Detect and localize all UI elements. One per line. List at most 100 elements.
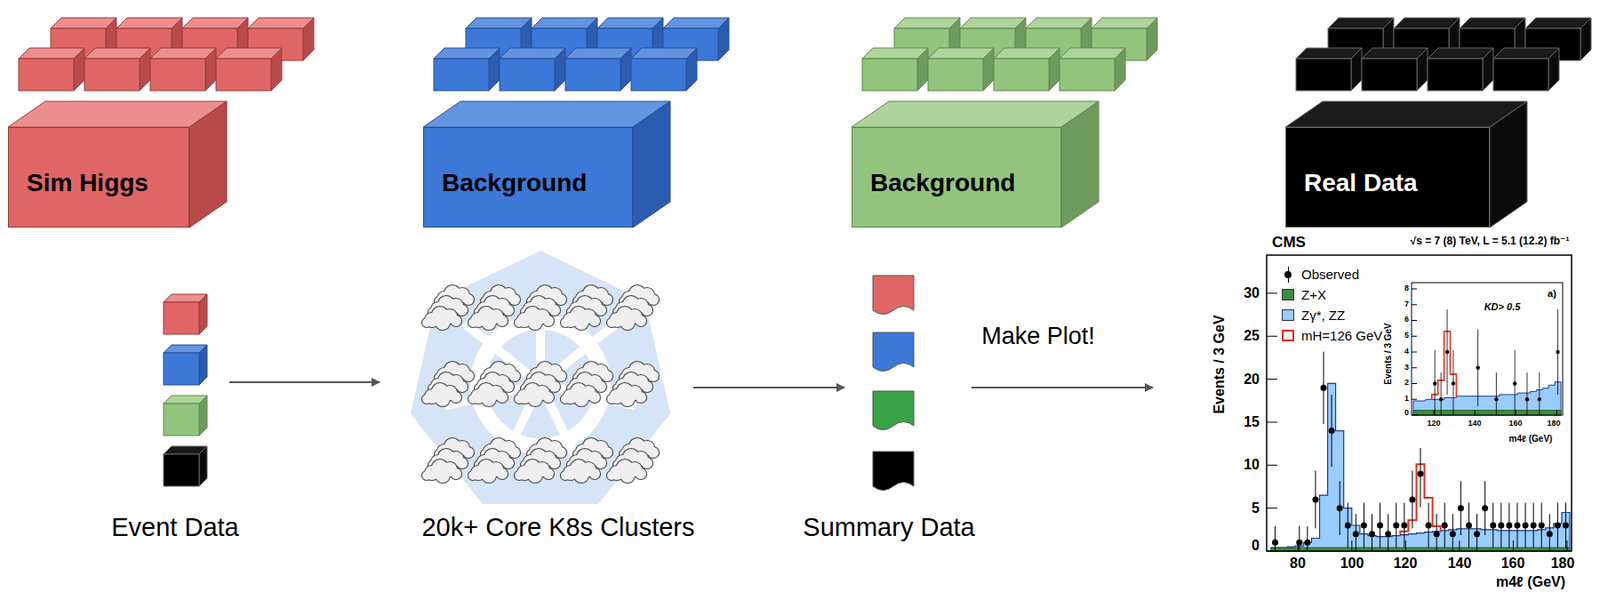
- cube-side: [271, 48, 282, 91]
- circle-shape: [574, 392, 589, 407]
- data-point: [1525, 397, 1529, 401]
- tick: [1266, 464, 1278, 466]
- caption-label: 20k+ Core K8s Clusters: [421, 513, 695, 543]
- circle-shape: [528, 315, 543, 330]
- circle-shape: [543, 315, 554, 327]
- inset-frame: [1411, 282, 1563, 416]
- data-point: [1376, 521, 1384, 528]
- cube-front: [163, 302, 200, 335]
- error-bar: [1298, 526, 1300, 552]
- cube-top: [631, 48, 697, 59]
- cube-side: [199, 344, 208, 385]
- box-title: Background: [870, 168, 1016, 198]
- circle-shape: [560, 471, 570, 480]
- box-side-face: [1489, 101, 1528, 228]
- tick-label: 2: [1404, 378, 1409, 388]
- flow-arrow: [693, 386, 845, 389]
- arrow-label: Make Plot!: [981, 323, 1096, 351]
- circle-shape: [648, 370, 659, 382]
- circle-shape: [496, 468, 508, 480]
- cloud: [422, 459, 462, 483]
- circle-shape: [648, 447, 659, 458]
- data-point: [1505, 521, 1512, 528]
- circle-shape: [435, 468, 450, 483]
- tick-label: 120: [1393, 555, 1418, 572]
- cube-side: [1548, 48, 1560, 91]
- cube-top: [993, 48, 1060, 59]
- tick: [1266, 551, 1278, 552]
- circle-shape: [555, 447, 567, 458]
- tick: [1411, 367, 1417, 368]
- circle-shape: [601, 294, 613, 305]
- circle-shape: [549, 304, 560, 316]
- flow-arrow: [971, 386, 1153, 389]
- circle-shape: [456, 304, 468, 316]
- circle-shape: [422, 394, 432, 404]
- tick: [1515, 409, 1517, 416]
- tick-label: 0: [1251, 537, 1260, 554]
- cube-side: [1048, 48, 1060, 91]
- data-point: [1360, 521, 1368, 528]
- circle-shape: [560, 471, 570, 480]
- cube-side: [303, 17, 314, 61]
- circle-shape: [463, 447, 474, 458]
- circle-shape: [648, 294, 659, 305]
- circle-shape: [496, 315, 508, 327]
- circle-shape: [607, 318, 616, 328]
- tick-label: 5: [1404, 331, 1409, 341]
- tick: [1411, 399, 1417, 400]
- tick: [1411, 352, 1417, 353]
- circle-shape: [528, 392, 543, 407]
- circle-shape: [549, 381, 560, 392]
- cube-side: [620, 48, 632, 91]
- data-box: Real Data: [1285, 127, 1490, 228]
- tick-label: 10: [1243, 456, 1260, 473]
- tick: [1411, 415, 1417, 416]
- circle-shape: [514, 318, 524, 328]
- circle-shape: [607, 471, 616, 480]
- legend-errorbar: [1288, 266, 1289, 283]
- data-point: [1441, 521, 1448, 528]
- data-point: [1344, 521, 1352, 528]
- circle-shape: [503, 304, 514, 316]
- cube-side: [199, 446, 208, 487]
- circle-shape: [641, 304, 653, 316]
- error-bar: [1274, 526, 1276, 552]
- circle-shape: [435, 468, 450, 483]
- cube-front: [928, 58, 984, 91]
- circle-shape: [503, 381, 514, 392]
- data-point: [1425, 521, 1432, 528]
- cube-top: [1493, 48, 1560, 59]
- cloud: [514, 459, 554, 483]
- circle-shape: [528, 468, 543, 483]
- tick: [1405, 540, 1407, 552]
- circle-shape: [468, 471, 478, 480]
- circle-shape: [496, 315, 508, 327]
- cube-front: [1059, 58, 1115, 91]
- circle-shape: [435, 392, 450, 407]
- box-side-face: [1061, 101, 1099, 228]
- cube-top: [597, 17, 664, 29]
- tick-label: 6: [1404, 315, 1409, 325]
- cube-front: [631, 58, 687, 91]
- circle-shape: [514, 471, 524, 480]
- circle-shape: [435, 315, 450, 330]
- tick-label: 180: [1546, 419, 1560, 429]
- legend-text: Observed: [1301, 266, 1360, 282]
- cube-side: [554, 48, 566, 91]
- circle-shape: [555, 294, 567, 305]
- circle-shape: [620, 392, 635, 407]
- data-point: [1546, 530, 1553, 537]
- circle-shape: [481, 468, 496, 483]
- circle-shape: [509, 447, 520, 458]
- tick-label: 15: [1243, 414, 1260, 431]
- data-point: [1512, 381, 1517, 385]
- cube-top: [1059, 48, 1126, 59]
- circle-shape: [601, 294, 613, 305]
- circle-shape: [456, 304, 468, 316]
- circle-shape: [595, 304, 607, 316]
- cube-side: [983, 48, 994, 91]
- circle-shape: [509, 294, 520, 305]
- circle-shape: [503, 381, 514, 392]
- data-point: [1272, 539, 1279, 546]
